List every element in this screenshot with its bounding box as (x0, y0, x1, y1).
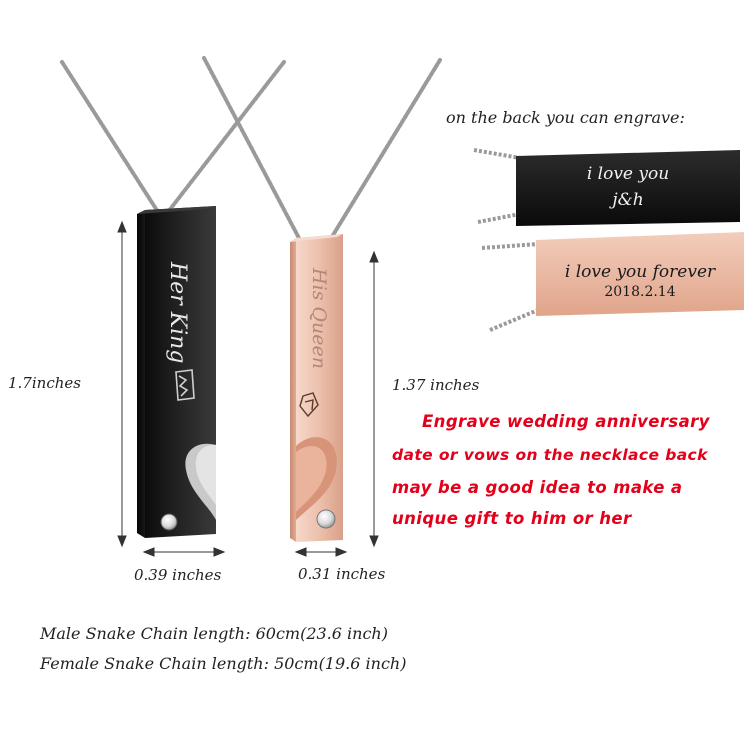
rose-pendant (290, 234, 343, 542)
rose-back-bar (536, 232, 744, 316)
black-pendant (137, 206, 216, 538)
height-label-rose: 1.37 inches (392, 376, 480, 394)
black-back-line-1: i love you (586, 164, 670, 184)
back-samples (473, 148, 744, 332)
promo-line: date or vows on the necklace back (392, 446, 708, 464)
promo-line: may be a good idea to make a (392, 478, 683, 497)
width-label-rose: 0.31 inches (298, 565, 386, 583)
width-label-black: 0.39 inches (134, 566, 222, 584)
dimension-arrows (117, 220, 379, 557)
engrave-heading: on the back you can engrave: (446, 108, 685, 127)
male-chain-length: Male Snake Chain length: 60cm(23.6 inch) (40, 624, 388, 643)
rose-back-line-2: 2018.2.14 (604, 284, 676, 300)
chains (60, 56, 442, 242)
black-back-bar (516, 150, 740, 226)
height-label-black: 1.7inches (8, 374, 81, 392)
her-king-engraving: Her King (165, 262, 190, 364)
queen-crown-icon (299, 392, 319, 418)
gem-icon (160, 513, 178, 531)
rose-back-line-1: i love you forever (564, 262, 716, 282)
crown-icon (175, 369, 195, 401)
black-back-line-2: j&h (612, 190, 644, 210)
promo-line: unique gift to him or her (392, 509, 632, 528)
his-queen-engraving: His Queen (308, 268, 330, 369)
female-chain-length: Female Snake Chain length: 50cm(19.6 inc… (40, 654, 407, 673)
gem-icon (316, 509, 336, 529)
promo-line: Engrave wedding anniversary (422, 412, 710, 431)
